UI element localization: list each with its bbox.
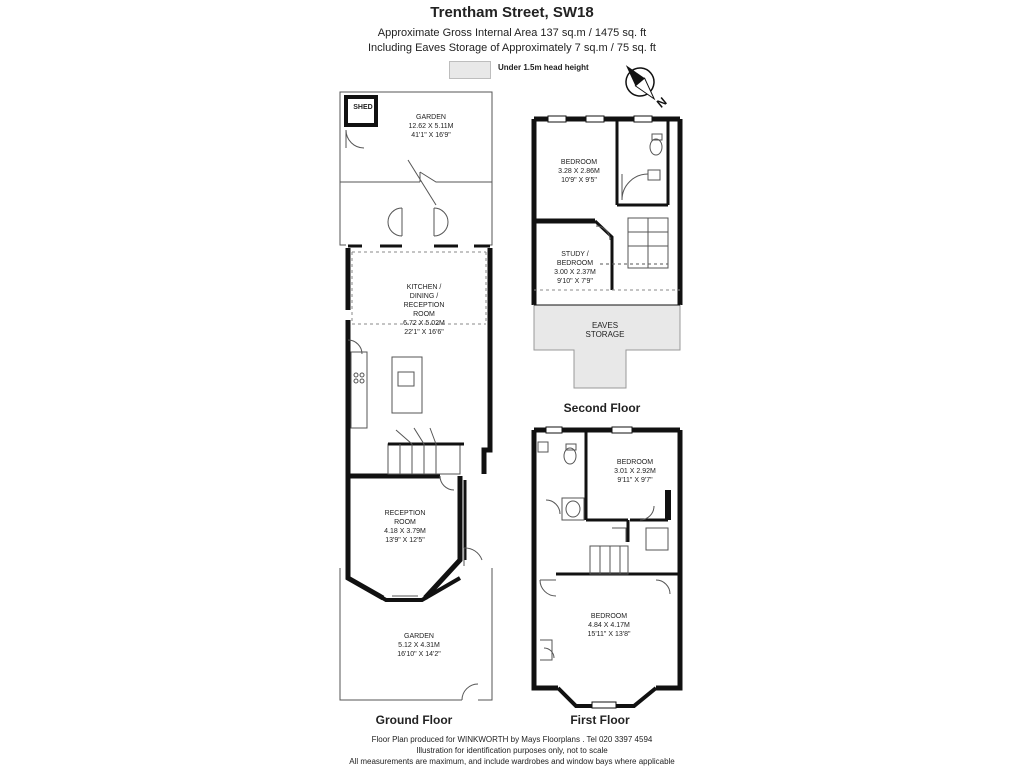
footer-measurements: All measurements are maximum, and includ… [349, 757, 675, 766]
compass-north-label: N [654, 94, 670, 110]
front-garden [339, 568, 493, 701]
second-floor-windows [547, 115, 653, 123]
first-floor-rear-bedroom-label: BEDROOM 3.01 x 2.92M 9'11" x 9'7" [614, 459, 656, 484]
footer-producer: Floor Plan produced for WINKWORTH by May… [371, 735, 653, 744]
reception-label: RECEPTION ROOM 4.18 x 3.79M 13'9" x 12'5… [384, 510, 426, 544]
rear-garden [339, 91, 493, 206]
first-floor-walls [531, 427, 683, 691]
shed-label: SHED [353, 104, 373, 111]
second-floor-bedroom-label: BEDROOM 3.28 x 2.86M 10'9" x 9'5" [558, 159, 600, 184]
rear-garden-label: GARDEN 12.62 x 5.11M 41'1" x 16'9" [408, 114, 454, 139]
kitchen-dashed-line [351, 251, 487, 325]
reception-bay-window [346, 576, 462, 602]
shed [344, 95, 378, 149]
first-floor-title: First Floor [570, 713, 630, 727]
plan-title: Trentham Street, SW18 [430, 4, 594, 21]
legend-label: Under 1.5m head height [498, 63, 589, 72]
area-line-2: Including Eaves Storage of Approximately… [368, 42, 656, 54]
second-floor-title: Second Floor [563, 401, 641, 415]
second-floor-fittings [595, 133, 669, 269]
first-floor-windows [545, 426, 633, 709]
ground-floor-title: Ground Floor [375, 713, 453, 727]
first-floor-fittings [537, 441, 671, 661]
kitchen-label: KITCHEN / DINING / RECEPTION ROOM 6.72 x… [403, 284, 445, 336]
eaves-storage-area [533, 304, 681, 389]
ground-interior-doors [347, 339, 455, 491]
garden-doors [387, 207, 449, 237]
first-floor-front-bedroom-label: BEDROOM 4.84 x 4.17M 15'11" x 13'8" [587, 613, 631, 638]
side-return [339, 182, 493, 246]
ground-stairs [387, 427, 464, 475]
kitchen-units [350, 351, 423, 429]
study-label: STUDY / BEDROOM 3.00 x 2.37M 9'10" x 7'9… [554, 251, 596, 285]
eaves-label: EAVES STORAGE [585, 321, 625, 339]
front-door [463, 547, 483, 566]
compass-icon [625, 65, 656, 101]
area-line-1: Approximate Gross Internal Area 137 sq.m… [377, 27, 647, 39]
footer-disclaimer: Illustration for identification purposes… [416, 746, 608, 755]
legend-swatch [449, 61, 491, 79]
front-garden-label: GARDEN 5.12 x 4.31M 16'10" x 14'2" [397, 633, 441, 658]
